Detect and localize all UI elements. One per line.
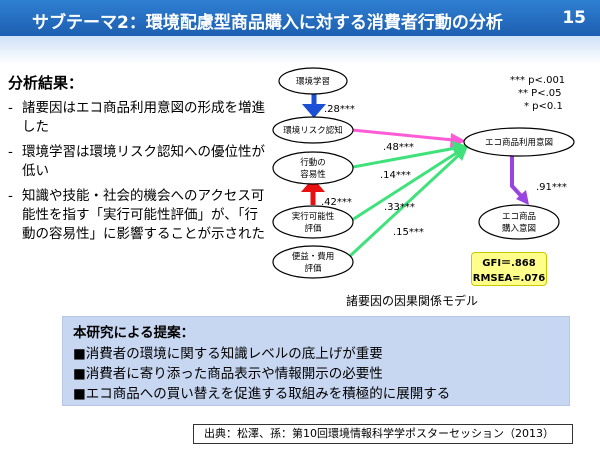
node-risk-perception: 環境リスク認知 — [272, 116, 354, 144]
svg-text:評価: 評価 — [304, 223, 322, 234]
square-bullet-icon: ■ — [73, 346, 86, 362]
proposal-text: 消費者に寄り添った商品表示や情報開示の必要性 — [85, 366, 383, 382]
proposal-item: ■エコ商品への買い替えを促進する取組みを積極的に展開する — [73, 384, 559, 404]
proposal-text: エコ商品への買い替えを促進する取組みを積極的に展開する — [85, 386, 451, 402]
gfi-value: GFI＝.868 — [482, 258, 536, 269]
result-item: -諸要因はエコ商品利用意図の形成を増進した — [8, 99, 270, 137]
svg-text:容易性: 容易性 — [300, 169, 326, 180]
bullet-dash: - — [8, 144, 13, 160]
significance-note: ** P<.05 — [518, 88, 562, 99]
svg-text:評価: 評価 — [304, 263, 322, 274]
coef-intention-purchase: .91*** — [536, 182, 567, 193]
bullet-dash: - — [8, 188, 13, 204]
path-convenience-to-intention — [348, 146, 468, 258]
slide-title: サブテーマ2：環境配慮型商品購入に対する消費者行動の分析 — [32, 13, 503, 33]
source-citation: 出典：松澤、孫：第10回環境情報科学学ポスターセッション（2013） — [193, 424, 573, 444]
path-feasibility-to-ease — [301, 178, 325, 205]
header-decoration — [0, 36, 600, 64]
svg-text:エコ商品利用意図: エコ商品利用意図 — [485, 137, 553, 148]
header-bar — [0, 0, 600, 36]
coef-convenience-intention: .15*** — [393, 227, 424, 238]
coef-feasibility-ease: .42*** — [321, 197, 352, 208]
svg-text:環境学習: 環境学習 — [296, 76, 330, 87]
coef-risk-intention: .48*** — [383, 142, 414, 153]
node-eco-purchase-intention: エコ商品 購入意図 — [478, 204, 560, 240]
proposal-heading: 本研究による提案： — [73, 325, 195, 341]
result-text: 環境学習は環境リスク認知への優位性が低い — [22, 144, 265, 179]
coef-feasibility-intention: .33*** — [384, 202, 415, 213]
slide-header: サブテーマ2：環境配慮型商品購入に対する消費者行動の分析 15 — [0, 0, 600, 36]
significance-note: *** p<.001 — [510, 75, 565, 86]
svg-text:便益・費用: 便益・費用 — [292, 251, 335, 262]
model-fit-box: GFI＝.868 RMSEA=.076 — [471, 252, 547, 286]
path-learning-to-risk — [302, 94, 326, 118]
analysis-results: 分析結果： -諸要因はエコ商品利用意図の形成を増進した -環境学習は環境リスク認… — [8, 72, 270, 250]
diagram-caption: 諸要因の因果関係モデル — [346, 294, 479, 308]
node-environmental-learning: 環境学習 — [278, 67, 348, 95]
result-text: 諸要因はエコ商品利用意図の形成を増進した — [22, 100, 265, 135]
square-bullet-icon: ■ — [73, 386, 86, 402]
node-eco-usage-intention: エコ商品利用意図 — [463, 127, 575, 157]
significance-note: * p<0.1 — [524, 101, 563, 112]
path-intention-to-purchase — [510, 153, 529, 205]
result-text: 知識や技能・社会的機会へのアクセス可能性を指す「実行可能性評価」が、「行動の容易… — [22, 188, 265, 242]
result-item: -環境学習は環境リスク認知への優位性が低い — [8, 143, 270, 181]
node-ease-of-action: 行動の 容易性 — [272, 151, 354, 185]
svg-text:行動の: 行動の — [300, 157, 326, 168]
svg-text:環境リスク認知: 環境リスク認知 — [283, 125, 343, 136]
coef-learning-risk: .28*** — [324, 104, 355, 115]
node-convenience-evaluation: 便益・費用 評価 — [272, 245, 354, 279]
svg-text:購入意図: 購入意図 — [502, 223, 536, 234]
node-feasibility-evaluation: 実行可能性 評価 — [272, 205, 354, 239]
square-bullet-icon: ■ — [73, 366, 86, 382]
proposal-item: ■消費者に寄り添った商品表示や情報開示の必要性 — [73, 364, 559, 384]
bullet-dash: - — [8, 100, 13, 116]
page-number: 15 — [562, 8, 586, 28]
proposal-box: 本研究による提案： ■消費者の環境に関する知識レベルの底上げが重要 ■消費者に寄… — [62, 316, 570, 406]
results-heading: 分析結果： — [8, 74, 84, 92]
svg-text:エコ商品: エコ商品 — [502, 211, 536, 222]
coef-ease-intention: .14*** — [380, 170, 411, 181]
svg-text:実行可能性: 実行可能性 — [292, 211, 335, 222]
rmsea-value: RMSEA=.076 — [472, 273, 546, 284]
result-item: -知識や技能・社会的機会へのアクセス可能性を指す「実行可能性評価」が、「行動の容… — [8, 187, 270, 244]
proposal-item: ■消費者の環境に関する知識レベルの底上げが重要 — [73, 344, 559, 364]
proposal-text: 消費者の環境に関する知識レベルの底上げが重要 — [85, 346, 383, 362]
